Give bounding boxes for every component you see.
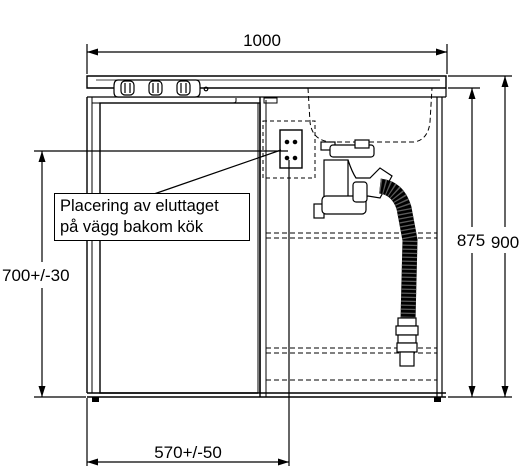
knob-icon xyxy=(148,80,163,96)
cooktop-knobs xyxy=(113,79,209,98)
dashed-shelves xyxy=(266,232,437,381)
width-label: 1000 xyxy=(243,31,281,50)
hose-connector xyxy=(395,317,419,367)
left-cabinet xyxy=(86,97,260,398)
callout-line-2: på vägg bakom kök xyxy=(60,218,204,236)
callout-leader xyxy=(153,149,282,195)
drain-trap xyxy=(313,139,393,219)
cabinet-feet xyxy=(92,397,441,402)
socket-height-label: 700+/-30 xyxy=(2,266,70,285)
left-door xyxy=(99,102,261,394)
knob-icon xyxy=(176,80,191,96)
total-height-label: 900 xyxy=(491,233,519,252)
sink-bowl xyxy=(307,87,433,143)
cabinet-height-label: 875 xyxy=(457,231,485,250)
right-cabinet xyxy=(259,88,447,398)
drain-hose xyxy=(378,178,418,321)
knob-icon xyxy=(120,80,135,96)
socket-callout: Placering av eluttaget på vägg bakom kök xyxy=(54,193,250,241)
socket-offset-label: 570+/-50 xyxy=(154,443,222,462)
callout-line-1: Placering av eluttaget xyxy=(60,197,219,215)
width-dimension xyxy=(86,44,448,74)
socket-offset-dimension xyxy=(86,160,290,466)
socket-icon xyxy=(279,129,303,169)
